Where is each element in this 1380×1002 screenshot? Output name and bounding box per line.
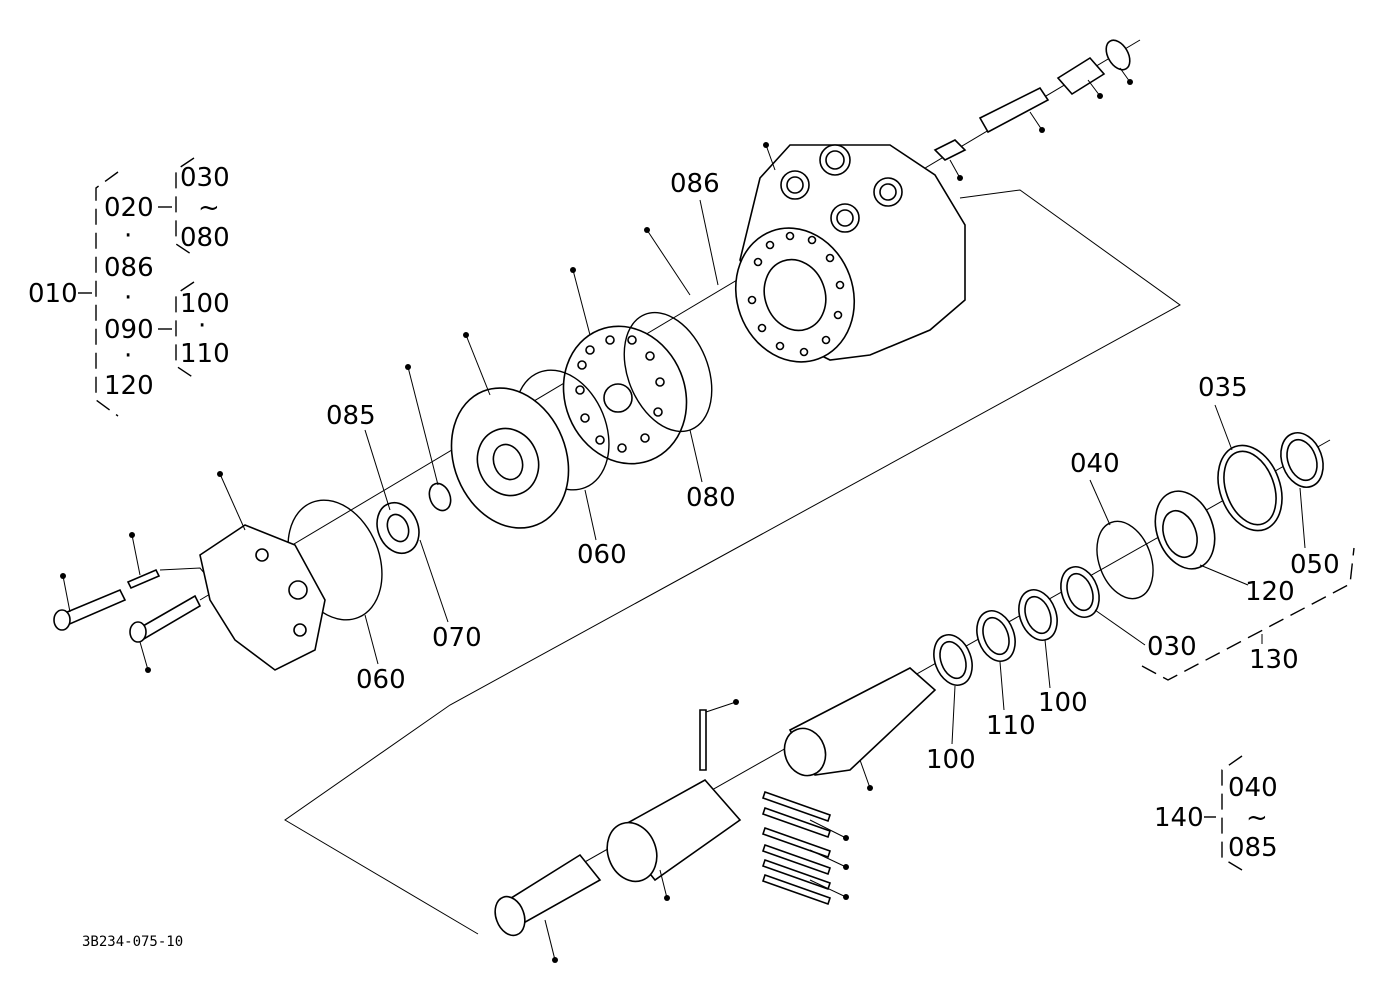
label-110-tree: 110 bbox=[180, 339, 230, 369]
label-060-b: 060 bbox=[356, 665, 406, 695]
label-080: 080 bbox=[686, 483, 736, 513]
end-cap bbox=[199, 524, 326, 671]
centering-springs bbox=[761, 790, 832, 906]
label-020: 020 bbox=[104, 193, 154, 223]
label-010: 010 bbox=[28, 279, 78, 309]
label-050: 050 bbox=[1290, 550, 1340, 580]
leader-dots bbox=[60, 67, 1133, 963]
label-080-top: 080 bbox=[180, 223, 230, 253]
cap-bolts bbox=[53, 568, 202, 643]
dot-3: · bbox=[198, 311, 206, 341]
label-090: 090 bbox=[104, 315, 154, 345]
label-040-b: 040 bbox=[1228, 773, 1278, 803]
label-130: 130 bbox=[1249, 645, 1299, 675]
drawing-code: 3B234-075-10 bbox=[82, 934, 183, 950]
gerotor-set bbox=[450, 387, 570, 529]
label-120-tree: 120 bbox=[104, 371, 154, 401]
relief-valve-parts bbox=[933, 39, 1131, 161]
label-100-b: 100 bbox=[926, 745, 976, 775]
assembly-tree-010: 010 020 030 ~ 080 · 086 · 090 100 · 110 … bbox=[28, 157, 230, 417]
steering-housing bbox=[734, 144, 966, 363]
assembly-tree-140: 140 040 ~ 085 bbox=[1154, 755, 1278, 871]
label-140: 140 bbox=[1154, 803, 1204, 833]
dot-2: · bbox=[124, 283, 132, 313]
label-060-a: 060 bbox=[577, 540, 627, 570]
label-070: 070 bbox=[432, 623, 482, 653]
label-086: 086 bbox=[670, 169, 720, 199]
o-ring-080 bbox=[623, 311, 713, 433]
spacer-070 bbox=[428, 482, 452, 512]
label-100-a: 100 bbox=[1038, 688, 1088, 718]
label-120: 120 bbox=[1245, 577, 1295, 607]
label-040: 040 bbox=[1070, 449, 1120, 479]
part-labels: 086 085 070 060 060 080 035 040 050 120 … bbox=[326, 169, 1355, 775]
label-030: 030 bbox=[1147, 632, 1197, 662]
label-100-tree: 100 bbox=[180, 289, 230, 319]
assembly-frame bbox=[284, 189, 1181, 935]
tilde-1: ~ bbox=[198, 193, 220, 223]
tilde-2: ~ bbox=[1246, 803, 1268, 833]
label-035: 035 bbox=[1198, 373, 1248, 403]
label-085-b: 085 bbox=[1228, 833, 1278, 863]
label-086-tree: 086 bbox=[104, 253, 154, 283]
label-030-top: 030 bbox=[180, 163, 230, 193]
spool-sleeve bbox=[494, 667, 937, 937]
dot-1: · bbox=[124, 221, 132, 251]
dot-4: · bbox=[124, 341, 132, 371]
label-110: 110 bbox=[986, 711, 1036, 741]
seal-rings bbox=[933, 432, 1324, 686]
label-085: 085 bbox=[326, 401, 376, 431]
distributor-plate bbox=[562, 325, 688, 465]
